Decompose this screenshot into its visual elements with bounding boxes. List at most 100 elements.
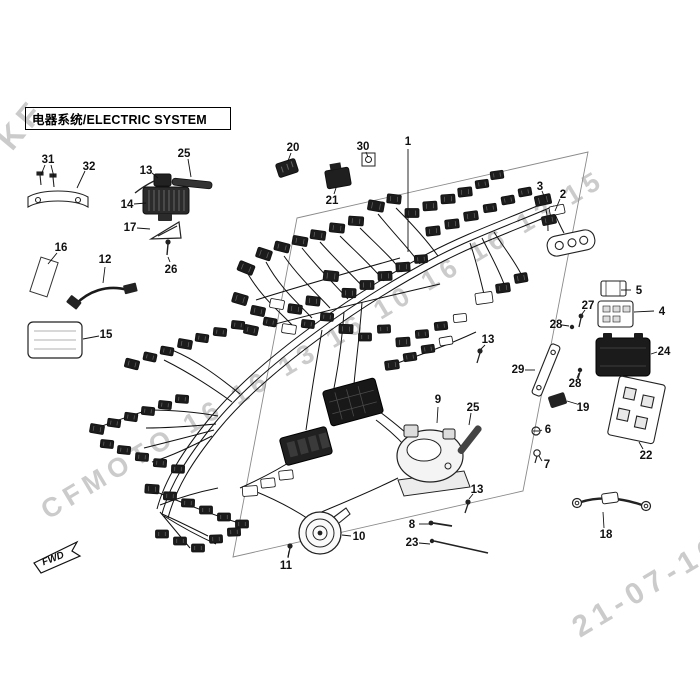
connector: [89, 423, 105, 435]
connector: [414, 329, 430, 339]
connector: [217, 512, 231, 522]
connector: [358, 332, 372, 342]
callout-9: 9: [435, 394, 441, 406]
callout-leader: [581, 309, 586, 315]
callout-leader: [187, 158, 192, 178]
connector: [359, 280, 375, 290]
watermark-text: CFMOTO 16 16 13 16 10 16 16 13 15: [36, 163, 611, 525]
connector: [124, 357, 140, 371]
connector: [159, 345, 175, 357]
callout-25: 25: [178, 148, 191, 160]
callout-leader: [538, 455, 543, 462]
harness-wire: [319, 241, 367, 291]
callout-leader: [561, 324, 570, 327]
connector: [367, 199, 385, 213]
callout-11: 11: [280, 560, 293, 572]
connector: [433, 321, 449, 331]
callout-leader: [436, 406, 439, 424]
bolt-26: [165, 239, 171, 256]
connector: [123, 411, 139, 423]
bolt-6: [531, 426, 541, 436]
connector: [384, 359, 400, 371]
connector: [482, 202, 498, 214]
battery: [595, 333, 651, 377]
connector: [262, 316, 278, 328]
callout-leader: [541, 190, 547, 202]
sensor-30: [361, 152, 376, 167]
harness-wire: [159, 487, 219, 506]
bolt-13b: [476, 348, 483, 364]
callout-17: 17: [124, 222, 137, 234]
callout-leader: [167, 256, 171, 263]
connector: [386, 193, 402, 205]
pin-8: [428, 520, 453, 527]
connector: [144, 483, 160, 495]
connector-20: [275, 158, 299, 178]
strap-bracket: [531, 343, 561, 397]
mounting-bracket: [27, 171, 89, 208]
callout-leader: [633, 310, 655, 313]
connector: [155, 529, 169, 539]
main-connector: [322, 377, 384, 427]
connector: [444, 218, 460, 230]
connector: [140, 406, 156, 416]
connector: [425, 225, 441, 237]
connector: [347, 215, 365, 227]
connector: [404, 208, 420, 218]
fuse-box: [597, 300, 634, 328]
connector: [438, 335, 454, 347]
connector: [395, 336, 411, 348]
connector: [402, 351, 418, 363]
callout-19: 19: [577, 402, 590, 414]
connector: [157, 400, 173, 410]
callout-leader: [151, 172, 159, 179]
connector: [241, 485, 259, 497]
callout-leader: [82, 335, 100, 340]
connector: [495, 282, 511, 294]
connector: [377, 270, 393, 282]
watermark-text: 21-07-16: [567, 529, 700, 644]
callout-26: 26: [165, 264, 178, 276]
callout-8: 8: [409, 519, 416, 531]
connector: [250, 305, 266, 317]
callout-16: 16: [55, 242, 68, 254]
callout-32: 32: [83, 161, 96, 173]
callout-23: 23: [406, 537, 419, 549]
connector: [309, 229, 327, 241]
connector: [440, 193, 456, 205]
callout-leader: [333, 187, 337, 195]
callout-13: 13: [482, 334, 495, 346]
connector: [338, 323, 354, 335]
harness-wire: [265, 261, 313, 319]
harness-wire: [251, 489, 311, 521]
connector: [474, 178, 490, 190]
harness-wire: [163, 359, 233, 403]
harness-wire: [493, 231, 522, 275]
callout-leader: [287, 550, 290, 559]
callout-leader: [566, 400, 578, 405]
callout-10: 10: [353, 531, 366, 543]
callout-1: 1: [405, 136, 412, 148]
callout-13: 13: [471, 484, 484, 496]
callout-leader: [468, 412, 472, 426]
connector: [181, 498, 195, 508]
horn: [298, 507, 351, 555]
connector: [134, 452, 150, 462]
connector: [328, 222, 346, 234]
callout-leader: [602, 511, 605, 529]
callout-3: 3: [537, 181, 543, 193]
connector: [174, 394, 190, 404]
connector: [305, 295, 321, 307]
flasher-relay: [134, 173, 172, 194]
connector: [541, 214, 557, 226]
label-plate: [29, 256, 59, 298]
callout-leader: [133, 202, 147, 205]
harness-wire: [143, 429, 215, 449]
callout-24: 24: [658, 346, 671, 358]
fwd-marker: FWD: [33, 540, 82, 574]
harness-wire: [353, 301, 363, 385]
nut-7: [533, 449, 541, 464]
connector: [281, 323, 297, 335]
callout-leader: [365, 151, 369, 158]
